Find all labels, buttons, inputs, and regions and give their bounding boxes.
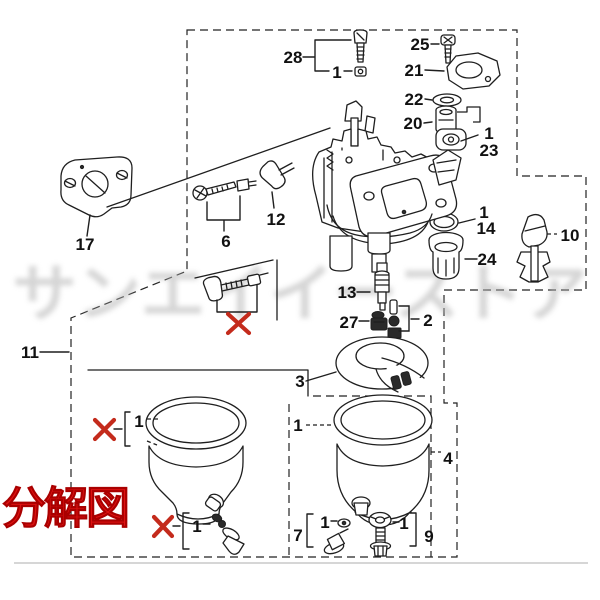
not-available-marks <box>92 311 252 539</box>
part-number-labels: 28 1 25 21 22 20 1 23 1 14 24 10 13 27 2… <box>21 35 579 546</box>
part-label-11: 11 <box>21 343 39 362</box>
part-label-14: 14 <box>477 219 496 238</box>
part-label-24: 24 <box>478 250 497 269</box>
float-3-drawing <box>305 336 432 394</box>
part-label-1-drain7: 1 <box>320 513 329 532</box>
part-label-7: 7 <box>293 526 302 545</box>
not-available-x-mark <box>225 311 252 336</box>
cup-24-drawing <box>428 231 478 280</box>
part-label-3: 3 <box>295 372 304 391</box>
insulator-gasket-17-drawing <box>60 127 331 237</box>
part-label-4: 4 <box>443 449 453 468</box>
part-label-1-rightbowl: 1 <box>293 416 302 435</box>
carburetor-body-drawing <box>312 100 462 273</box>
part-label-17: 17 <box>76 235 95 254</box>
screw-28-drawing <box>302 29 368 77</box>
main-jet-13-drawing <box>356 262 390 311</box>
store-watermark: サンエイイーストア <box>13 260 588 329</box>
part-label-21: 21 <box>405 61 424 80</box>
part-label-22: 22 <box>405 90 424 109</box>
part-label-10: 10 <box>561 226 580 245</box>
left-float-bowl-drawing <box>87 369 309 525</box>
part-label-12: 12 <box>267 210 286 229</box>
part-label-23: 23 <box>480 141 499 160</box>
part-label-25: 25 <box>411 35 430 54</box>
cover-plate-21-drawing <box>424 52 501 90</box>
bolt-25-drawing <box>430 34 456 64</box>
part-label-6: 6 <box>221 232 230 251</box>
part-label-1-bolt9: 1 <box>399 514 408 533</box>
not-available-x-mark <box>151 514 175 539</box>
part-label-20: 20 <box>404 114 423 133</box>
bolt-12-drawing <box>259 160 295 209</box>
part-label-1-screw28: 1 <box>332 63 341 82</box>
screw-set-6-drawing <box>192 178 257 232</box>
choke-10-drawing <box>516 213 557 283</box>
pilot-screw-drawing <box>194 259 278 321</box>
part-label-1-leftbowl: 1 <box>134 412 143 431</box>
part-label-27: 27 <box>340 313 359 332</box>
right-float-bowl-drawing <box>306 394 433 526</box>
exploded-view-caption: 分解図 <box>2 484 128 533</box>
part-label-9: 9 <box>424 527 433 546</box>
bowl-bolt-9-drawing <box>368 511 417 557</box>
washer-22-drawing <box>424 93 462 107</box>
part-label-1-nut23: 1 <box>484 124 493 143</box>
part-label-1-oring14: 1 <box>479 203 488 222</box>
nut-23-drawing <box>435 128 479 151</box>
part-label-1-leftdrain: 1 <box>192 517 201 536</box>
left-drain-screw-drawing <box>172 512 245 555</box>
part-label-28: 28 <box>284 48 303 67</box>
nozzle-27-drawing <box>358 311 388 331</box>
not-available-x-mark <box>92 417 117 442</box>
dashed-region-boundaries <box>70 29 587 558</box>
drain-screw-7-drawing <box>306 513 351 555</box>
part-label-13: 13 <box>338 283 357 302</box>
part-label-2: 2 <box>423 311 432 330</box>
